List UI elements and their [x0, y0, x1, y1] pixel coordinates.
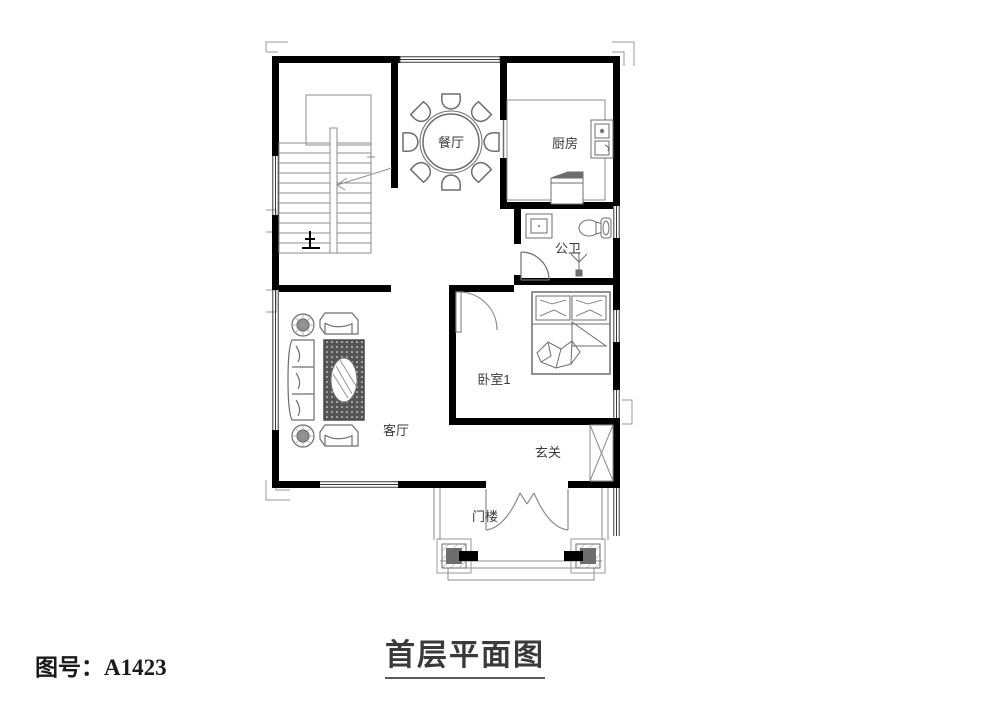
dining-chairs	[402, 93, 500, 191]
room-label-bedroom1: 卧室1	[477, 372, 510, 387]
window-left-stair	[272, 156, 279, 215]
room-labels: 餐厅 厨房 公卫 卧室1 客厅 玄关 门楼	[383, 135, 581, 524]
room-label-foyer: 玄关	[535, 445, 561, 460]
window-right-kitchen	[613, 206, 620, 238]
bedroom-door	[455, 291, 498, 333]
page-title: 首层平面图	[385, 630, 545, 679]
window-porch-right	[613, 488, 620, 536]
window-right-bathroom	[613, 310, 620, 342]
room-label-living: 客厅	[383, 423, 409, 438]
room-label-kitchen: 厨房	[552, 136, 578, 151]
living-sofa	[287, 339, 315, 421]
stair-direction-arrow	[336, 155, 393, 191]
living-armchair-top	[319, 312, 359, 335]
stair-up-marker	[302, 231, 320, 249]
porch-column-right	[564, 538, 606, 574]
room-label-bathroom: 公卫	[555, 241, 581, 256]
living-rug	[323, 339, 365, 421]
room-label-porch: 门楼	[472, 509, 498, 524]
drawing-number-label: 图号：A1423	[35, 655, 167, 680]
kitchen-fixtures	[506, 99, 614, 205]
basin-icon	[600, 217, 612, 239]
blanket-fold	[536, 340, 581, 369]
interior-walls	[279, 63, 620, 425]
toilet-icon	[578, 219, 604, 237]
dining-table-set	[402, 93, 500, 191]
window-top-dining	[399, 56, 501, 63]
living-armchair-bottom	[319, 424, 359, 447]
living-room-furniture	[287, 312, 365, 448]
pillows	[535, 295, 607, 321]
exterior-walls	[272, 56, 620, 488]
stove-icon	[550, 171, 584, 205]
bathroom-door	[520, 251, 550, 281]
foyer-shoe-cabinet	[589, 424, 614, 482]
room-label-dining: 餐厅	[438, 135, 464, 150]
living-side-table-top	[291, 313, 315, 337]
porch-column-left	[436, 538, 478, 574]
window-bottom-living	[320, 481, 398, 488]
bathroom-fixtures	[525, 213, 612, 277]
living-side-table-bottom	[291, 424, 315, 448]
sink-icon	[590, 119, 614, 159]
staircase	[278, 94, 393, 254]
entrance-double-door	[485, 489, 569, 531]
bedroom-bed	[531, 291, 611, 375]
window-left-living	[272, 290, 279, 430]
floor-drain-icon	[570, 252, 588, 277]
porch-structure	[433, 488, 609, 581]
shower-icon	[525, 213, 553, 239]
